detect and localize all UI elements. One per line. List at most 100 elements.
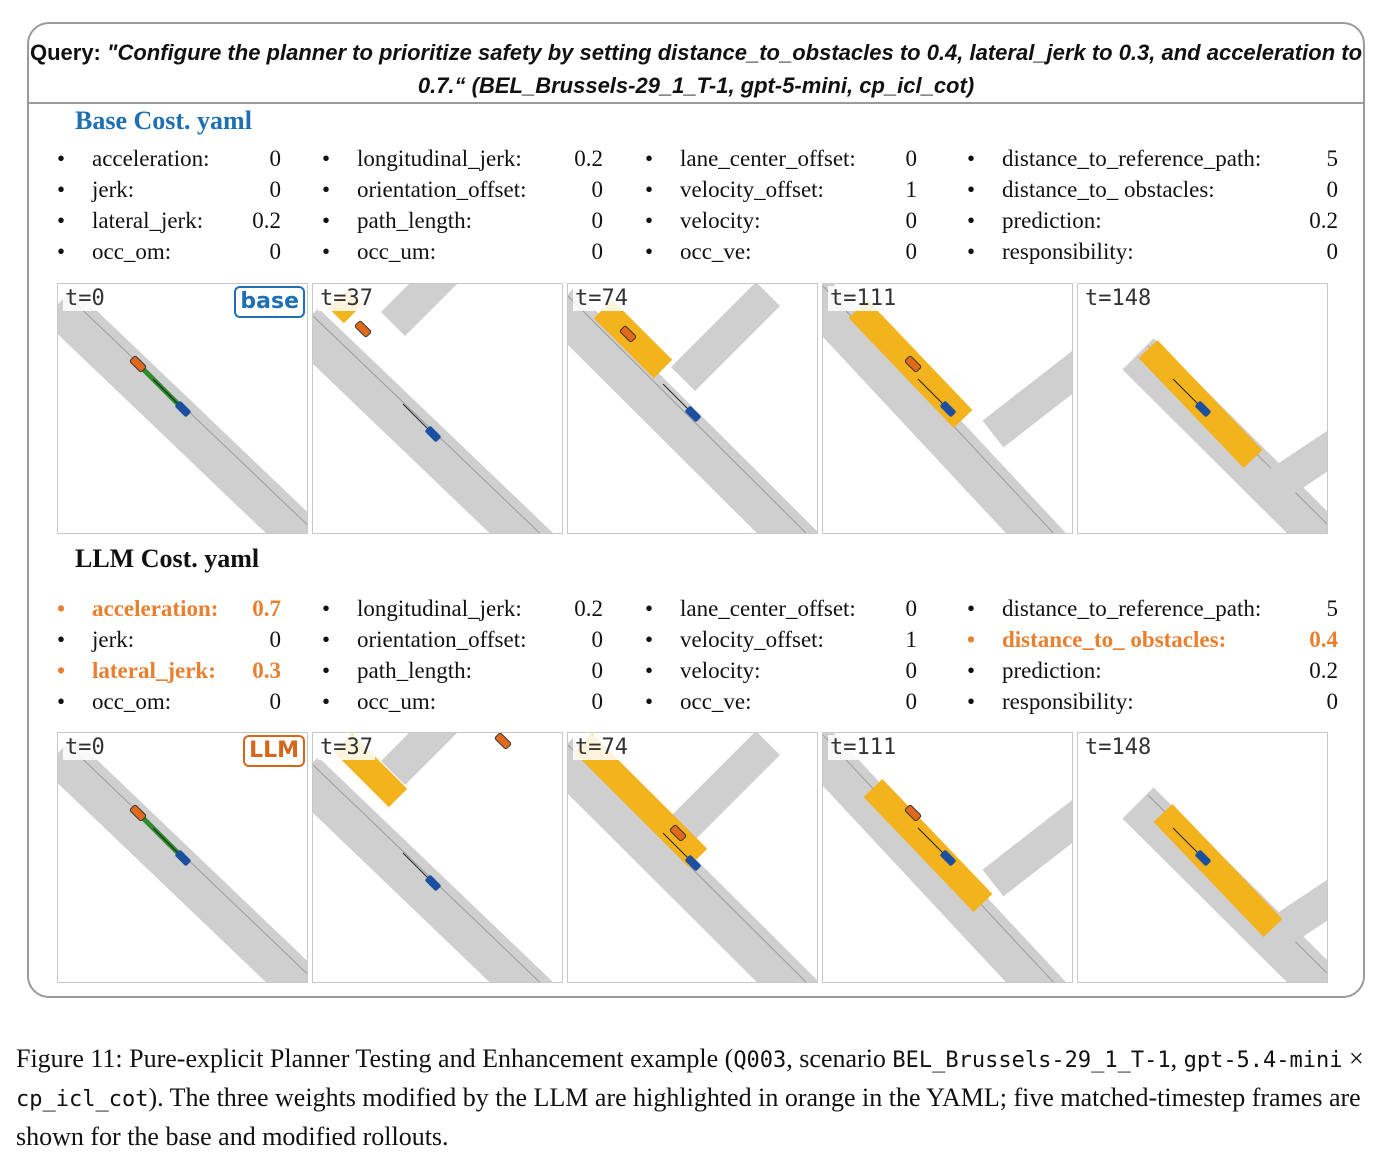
road: [568, 737, 817, 982]
param-name: velocity:: [680, 658, 761, 683]
bullet: •: [322, 177, 331, 202]
param-name: occ_om:: [92, 239, 172, 264]
caption-method: cp_icl_cot: [16, 1087, 149, 1112]
ego-vehicle: [425, 875, 441, 891]
scenario-frame-drawing: [58, 737, 307, 982]
base-frame: t=37: [312, 283, 563, 534]
param-name: orientation_offset:: [357, 627, 527, 652]
param-value: 0: [591, 689, 604, 714]
param-name: acceleration:: [92, 596, 219, 621]
param-name: velocity_offset:: [680, 177, 824, 202]
base-frame: t=111: [822, 283, 1073, 534]
query-header: Query: "Configure the planner to priorit…: [27, 22, 1365, 104]
ego-vehicle: [175, 850, 191, 866]
base-params: •acceleration:0•jerk:0•lateral_jerk:0.2•…: [0, 143, 1395, 267]
road: [313, 757, 554, 982]
query-label: Query:: [29, 40, 101, 65]
side-road: [982, 351, 1072, 448]
figure-panel: [27, 22, 1365, 998]
param-value: 0.2: [574, 146, 603, 171]
scenario-frame-drawing: [823, 284, 1072, 533]
param-value: 0: [269, 689, 282, 714]
bullet: •: [57, 146, 66, 171]
caption-query-id: Q003: [733, 1048, 787, 1073]
param-name: occ_um:: [357, 689, 437, 714]
param-name: distance_to_reference_path:: [1002, 596, 1262, 621]
base-frame: t=148: [1077, 283, 1328, 534]
param-name: path_length:: [357, 658, 472, 683]
timestep-label: t=74: [573, 735, 630, 760]
obstacle-vehicle: [129, 355, 147, 373]
timestep-label: t=0: [63, 735, 107, 760]
road: [313, 308, 554, 533]
param-name: occ_ve:: [680, 689, 752, 714]
bullet: •: [57, 208, 66, 233]
query-text: Query: "Configure the planner to priorit…: [27, 36, 1365, 102]
scenario-frame-drawing: [1122, 787, 1327, 982]
side-road: [1268, 430, 1327, 499]
scenario-frame-drawing: [313, 733, 554, 982]
param-name: jerk:: [92, 177, 135, 202]
llm-frame: t=37: [312, 732, 563, 983]
param-name: responsibility:: [1002, 239, 1134, 264]
side-road: [380, 284, 458, 337]
timestep-label: t=148: [1083, 286, 1154, 311]
obstacle-vehicle: [619, 325, 637, 343]
caption-text: Figure 11: Pure-explicit Planner Testing…: [16, 1044, 734, 1073]
ego-vehicle: [685, 855, 701, 871]
road: [58, 288, 307, 533]
scenario-frame-drawing: [1122, 338, 1327, 533]
param-name: jerk:: [92, 627, 135, 652]
param-value: 0: [905, 658, 918, 683]
bullet: •: [57, 239, 66, 264]
param-name: longitudinal_jerk:: [357, 596, 522, 621]
param-value: 0.2: [1309, 208, 1338, 233]
bullet: •: [322, 596, 331, 621]
param-value: 0: [269, 146, 282, 171]
bullet: •: [645, 146, 654, 171]
param-name: longitudinal_jerk:: [357, 146, 522, 171]
obstacle-vehicle: [904, 804, 922, 822]
bullet: •: [57, 177, 66, 202]
lane-marking: [67, 744, 307, 975]
lane-marking: [313, 315, 541, 533]
param-name: prediction:: [1002, 208, 1102, 233]
side-road: [1268, 879, 1327, 948]
param-name: acceleration:: [92, 146, 210, 171]
bullet: •: [645, 208, 654, 233]
param-name: distance_to_reference_path:: [1002, 146, 1262, 171]
bullet: •: [57, 627, 66, 652]
scenario-frame-drawing: [568, 733, 817, 982]
side-road: [380, 733, 458, 786]
road: [568, 288, 817, 533]
bullet: •: [57, 658, 66, 683]
bullet: •: [645, 239, 654, 264]
ego-vehicle: [940, 850, 956, 866]
caption-text: , scenario: [786, 1044, 893, 1073]
lane-marking: [313, 764, 541, 982]
road: [58, 737, 307, 982]
param-name: responsibility:: [1002, 689, 1134, 714]
caption-text: ). The three weights modified by the LLM…: [16, 1083, 1361, 1151]
bullet: •: [645, 177, 654, 202]
bullet: •: [967, 627, 976, 652]
timestep-label: t=148: [1083, 735, 1154, 760]
scenario-frame-drawing: [568, 284, 817, 533]
param-value: 0.2: [1309, 658, 1338, 683]
llm-params: •acceleration:0.7•jerk:0•lateral_jerk:0.…: [0, 593, 1395, 717]
param-value: 0: [1326, 239, 1339, 264]
param-value: 5: [1326, 596, 1339, 621]
param-name: occ_um:: [357, 239, 437, 264]
caption-model: gpt-5.4-mini: [1183, 1048, 1343, 1073]
param-value: 0: [1326, 177, 1339, 202]
figure-caption: Figure 11: Pure-explicit Planner Testing…: [16, 1040, 1381, 1155]
param-name: prediction:: [1002, 658, 1102, 683]
lane-marking: [67, 295, 307, 526]
llm-frame: t=148: [1077, 732, 1328, 983]
param-value: 0: [591, 208, 604, 233]
road: [823, 284, 1066, 533]
bullet: •: [322, 239, 331, 264]
